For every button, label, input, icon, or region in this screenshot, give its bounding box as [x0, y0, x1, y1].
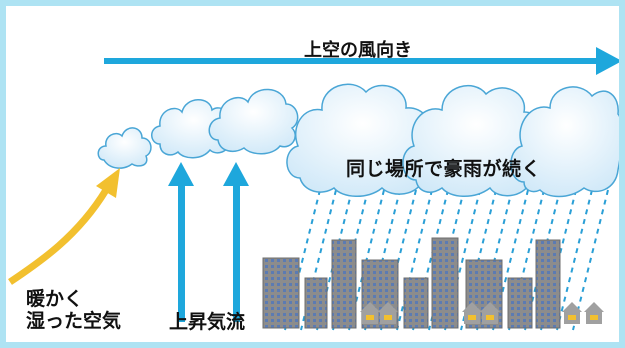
warm-air-arrow [8, 168, 120, 285]
cloud-icon [97, 83, 619, 198]
updraft-arrows [168, 162, 249, 322]
warm-air-label-line1: 暖かく [26, 288, 84, 310]
heavy-rain-label: 同じ場所で豪雨が続く [346, 158, 542, 180]
building-icon [262, 237, 561, 329]
warm-air-label: 暖かく 湿った空気 [26, 288, 121, 333]
warm-air-label-line2: 湿った空気 [26, 310, 122, 333]
house-icon [360, 302, 604, 324]
updraft-label: 上昇気流 [169, 311, 246, 333]
wind-direction-label: 上空の風向き [304, 40, 412, 61]
wind-arrow [104, 47, 619, 75]
